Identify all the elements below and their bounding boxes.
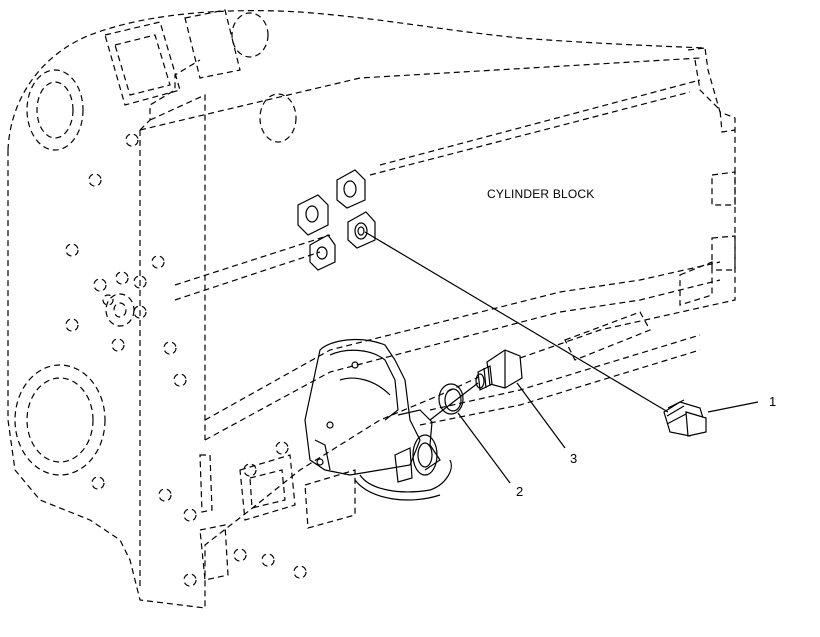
front-plate-holes xyxy=(14,12,307,587)
top-mounting-pads xyxy=(104,9,241,106)
callout-2: 2 xyxy=(516,484,524,499)
callout-3: 3 xyxy=(570,451,578,466)
leader-2 xyxy=(457,412,511,484)
front-plate-edge xyxy=(139,59,201,590)
block-top-edge xyxy=(139,57,701,131)
housing-explode-line xyxy=(429,382,479,421)
block-side-rib xyxy=(174,234,331,286)
part-3-fitting xyxy=(475,349,523,391)
housing-assembly xyxy=(304,339,452,501)
lower-bosses xyxy=(199,454,356,581)
cylinder-block-label: CYLINDER BLOCK xyxy=(487,187,595,201)
part-1-plug xyxy=(663,399,707,437)
plug-explode-line xyxy=(364,231,669,413)
leader-3 xyxy=(516,382,566,449)
leader-1 xyxy=(707,401,759,413)
block-plugs xyxy=(297,169,376,271)
right-end-bosses xyxy=(679,59,736,306)
block-outline xyxy=(7,10,736,609)
part-2-washer xyxy=(438,383,464,415)
callout-1: 1 xyxy=(769,394,777,409)
